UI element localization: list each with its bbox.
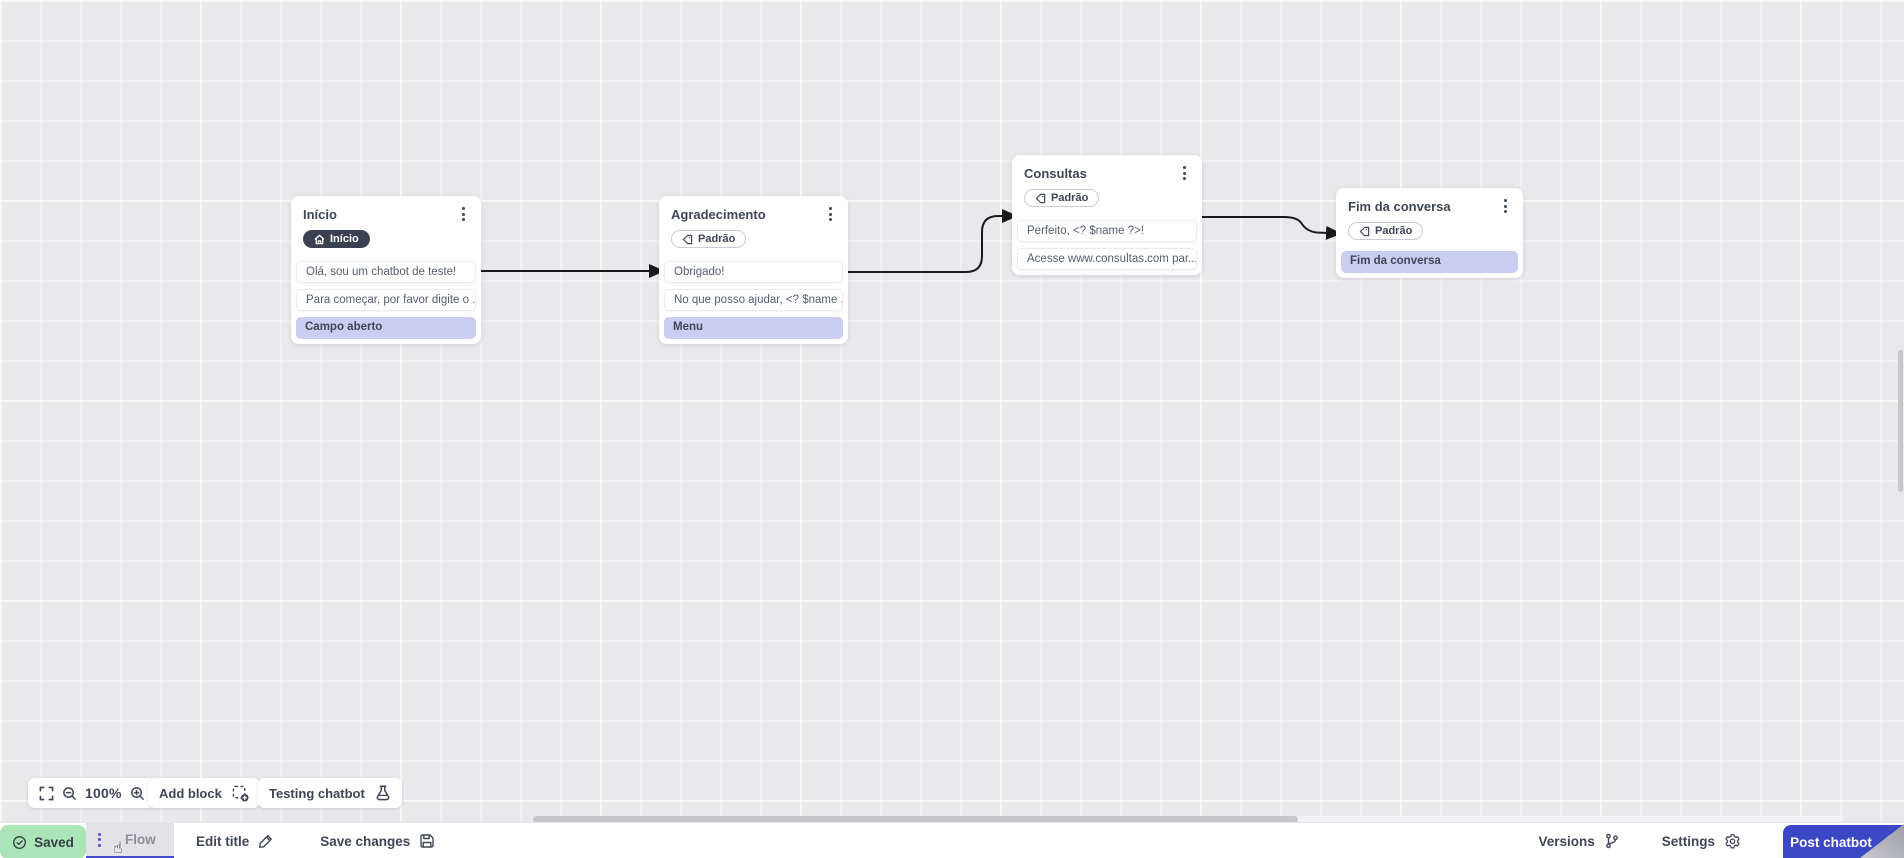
node-title: Início <box>303 206 337 222</box>
action-block-fim[interactable]: Fim da conversa <box>1341 250 1518 273</box>
check-circle-icon <box>13 835 27 849</box>
message-bubble[interactable]: Acesse www.consultas.com par... <box>1017 247 1197 270</box>
fullscreen-button[interactable] <box>39 786 54 801</box>
tag-icon <box>1359 226 1370 236</box>
message-bubble[interactable]: No que posso ajudar, <? $name ... <box>664 288 843 311</box>
fullscreen-icon <box>39 786 54 800</box>
zoom-level: 100% <box>85 785 122 801</box>
action-block-menu[interactable]: Menu <box>664 316 843 339</box>
badge-label: Início <box>330 233 359 245</box>
message-bubble[interactable]: Perfeito, <? $name ?>! <box>1017 219 1197 242</box>
badge-label: Padrão <box>698 233 736 245</box>
resize-corner-grip <box>1860 824 1904 858</box>
flow-node-inicio[interactable]: Início Início Olá, sou um chatbot de tes… <box>291 196 481 344</box>
connection-consultas-fim <box>1202 216 1342 240</box>
app-bottom-bar: Saved Flow Edit title Save changes Versi… <box>0 822 1904 858</box>
testing-chatbot-button[interactable]: Testing chatbot <box>258 778 402 808</box>
add-block-icon <box>232 785 249 802</box>
gear-icon <box>1725 833 1740 849</box>
flow-node-agradecimento[interactable]: Agradecimento Padrão Obrigado! No que po… <box>659 196 848 344</box>
zoom-out-icon <box>63 786 76 800</box>
horizontal-scrollbar-track[interactable] <box>533 816 1843 823</box>
start-badge: Início <box>303 230 370 248</box>
connection-agradecimento-consultas <box>848 209 1018 273</box>
action-block-campo-aberto[interactable]: Campo aberto <box>296 316 476 339</box>
saved-status-badge: Saved <box>0 825 86 858</box>
zoom-in-button[interactable] <box>130 786 145 801</box>
flow-tab-label: Flow <box>125 832 156 847</box>
tag-icon <box>1035 193 1046 203</box>
node-title: Fim da conversa <box>1348 198 1451 214</box>
home-icon <box>314 234 325 244</box>
flow-node-consultas[interactable]: Consultas Padrão Perfeito, <? $name ?>! … <box>1012 155 1202 275</box>
flow-node-fim-da-conversa[interactable]: Fim da conversa Padrão Fim da conversa <box>1336 188 1523 278</box>
edit-title-button[interactable]: Edit title <box>196 833 274 849</box>
padrao-badge: Padrão <box>671 230 747 248</box>
pencil-icon <box>259 835 273 848</box>
save-changes-button[interactable]: Save changes <box>320 833 435 849</box>
message-bubble[interactable]: Para começar, por favor digite o ... <box>296 288 476 311</box>
zoom-toolbar: 100% <box>28 778 156 808</box>
padrao-badge: Padrão <box>1024 189 1100 207</box>
versions-button[interactable]: Versions <box>1538 833 1619 849</box>
badge-label: Padrão <box>1375 225 1413 237</box>
edit-title-label: Edit title <box>196 833 250 849</box>
message-bubble[interactable]: Olá, sou um chatbot de teste! <box>296 260 476 283</box>
node-title: Consultas <box>1024 165 1087 181</box>
save-icon <box>420 834 435 848</box>
post-chatbot-label: Post chatbot <box>1790 834 1872 850</box>
zoom-in-icon <box>130 786 144 800</box>
flow-menu-icon[interactable] <box>96 831 103 849</box>
padrao-badge: Padrão <box>1348 222 1424 240</box>
add-block-button[interactable]: Add block <box>148 778 260 808</box>
tag-icon <box>682 234 693 244</box>
testing-chatbot-label: Testing chatbot <box>269 785 365 801</box>
vertical-scrollbar-thumb[interactable] <box>1898 350 1903 492</box>
add-block-label: Add block <box>159 785 222 801</box>
settings-label: Settings <box>1661 833 1715 849</box>
settings-button[interactable]: Settings <box>1662 833 1741 850</box>
node-menu-icon[interactable] <box>460 205 467 223</box>
node-menu-icon[interactable] <box>1181 164 1188 182</box>
badge-label: Padrão <box>1051 192 1089 204</box>
save-changes-label: Save changes <box>320 833 411 849</box>
branch-icon <box>1605 833 1618 849</box>
tab-flow[interactable]: Flow <box>86 823 174 858</box>
horizontal-scrollbar-thumb[interactable] <box>533 816 1298 823</box>
zoom-out-button[interactable] <box>62 786 77 801</box>
flask-icon <box>376 785 390 801</box>
mouse-cursor: ☝ <box>113 838 123 857</box>
node-menu-icon[interactable] <box>827 205 834 223</box>
versions-label: Versions <box>1538 833 1595 849</box>
message-bubble[interactable]: Obrigado! <box>664 260 843 283</box>
node-title: Agradecimento <box>671 206 766 222</box>
saved-label: Saved <box>34 834 74 850</box>
node-menu-icon[interactable] <box>1502 197 1509 215</box>
